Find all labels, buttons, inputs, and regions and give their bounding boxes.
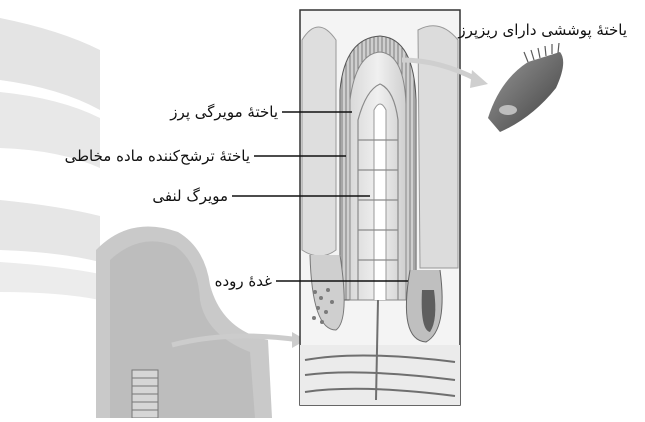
villus-panel — [300, 10, 488, 405]
intestine-wall-closeup — [96, 226, 306, 418]
epithelial-cell-illustration — [488, 43, 563, 132]
label-villus-capillary: یاختهٔ مویرگی پرز — [170, 103, 278, 121]
label-lymph-capillary: مویرگ لنفی — [152, 187, 228, 205]
label-mucus-cell: یاختهٔ ترشح‌کننده ماده مخاطی — [65, 147, 250, 165]
label-intestinal-gland: غدهٔ روده — [215, 272, 272, 290]
label-epithelial-cell: یاختهٔ پوششی دارای ریزپرز — [427, 20, 627, 40]
